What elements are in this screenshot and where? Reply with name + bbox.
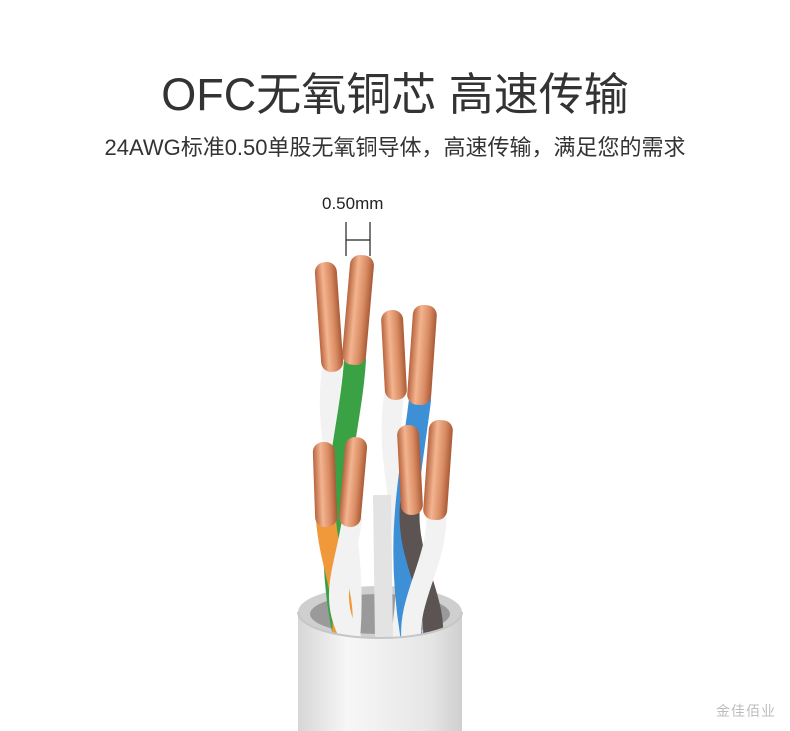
watermark-logo: 金佳佰业 bbox=[716, 703, 776, 719]
page-title: OFC无氧铜芯 高速传输 bbox=[161, 69, 629, 120]
cable-jacket bbox=[298, 612, 462, 731]
dimension-label: 0.50mm bbox=[322, 194, 384, 213]
page-subtitle: 24AWG标准0.50单股无氧铜导体，高速传输，满足您的需求 bbox=[104, 135, 686, 160]
dimension-marker bbox=[345, 222, 371, 256]
wire-pair-orange bbox=[316, 510, 365, 655]
wire-core bbox=[373, 494, 393, 641]
wire-pair-brown bbox=[399, 495, 447, 655]
copper-conductors bbox=[312, 254, 453, 528]
